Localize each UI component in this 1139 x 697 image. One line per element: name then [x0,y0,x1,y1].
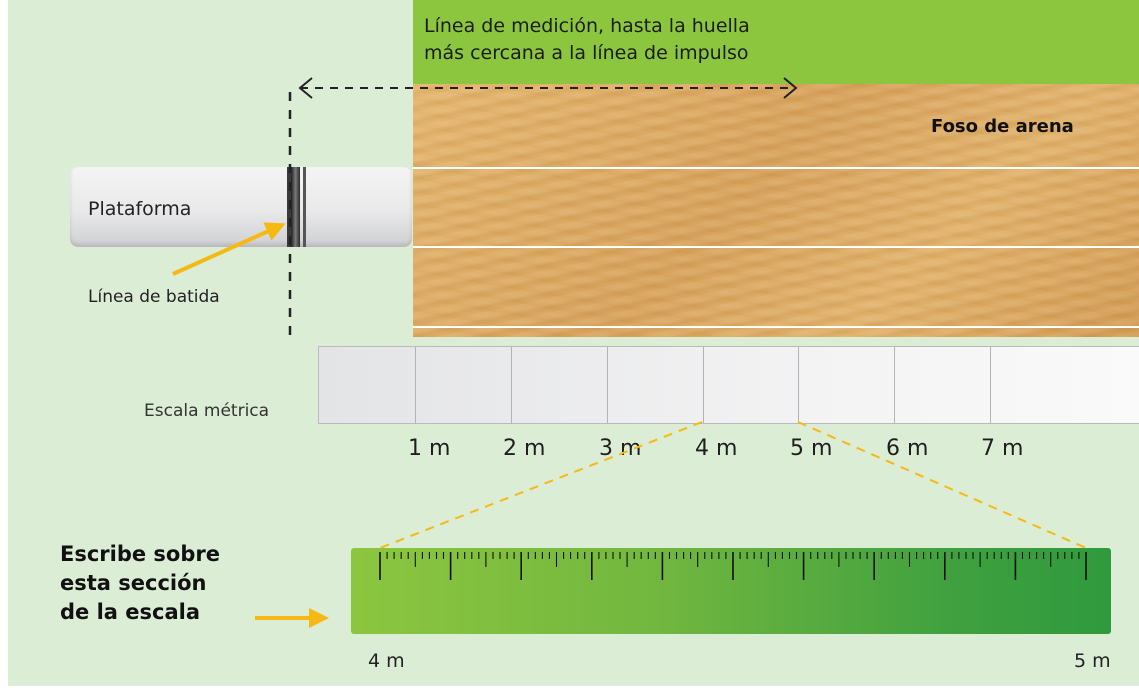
scale-mark-label: 7 m [981,436,1024,461]
write-instruction-line1: Escribe sobre [60,542,220,566]
scale-divider [607,347,608,423]
write-instruction-line3: de la escala [60,600,200,624]
lane-line [413,167,1139,169]
scale-mark-label: 6 m [886,436,929,461]
write-instruction-line2: esta sección [60,571,207,595]
scale-section-4-to-5m[interactable] [351,548,1111,634]
scale-mark-label: 5 m [790,436,833,461]
platform-label: Plataforma [88,198,192,220]
section-ticks [379,552,1087,580]
scale-divider [798,347,799,423]
takeoff-pointer-arrow [172,222,286,276]
measurement-line-label: Línea de medición, hasta la huella más c… [424,13,750,67]
takeoff-board-stripe [303,167,306,247]
sand-pit [413,84,1139,337]
measurement-label-band [413,0,1139,84]
write-instruction: Escribe sobre esta sección de la escala [60,540,220,627]
zoom-line-right [797,421,1087,549]
metric-scale [318,346,1139,424]
scale-divider [703,347,704,423]
scale-divider [894,347,895,423]
scale-mark-label: 4 m [695,436,738,461]
scale-divider [990,347,991,423]
scale-mark-label: 1 m [408,436,451,461]
measurement-line-label-line2: más cercana a la línea de impulso [424,42,749,64]
zoom-line-left [379,421,703,549]
scale-mark-label: 2 m [503,436,546,461]
takeoff-line-label: Línea de batida [88,287,220,307]
scale-divider [415,347,416,423]
scale-divider [511,347,512,423]
lane-line [413,326,1139,328]
arrow-head-left-icon [298,77,313,99]
takeoff-board-stripe [291,167,300,247]
sand-pit-label: Foso de arena [931,116,1074,137]
arrow-head-right-icon [783,77,798,99]
lane-line [413,246,1139,248]
measurement-line-label-line1: Línea de medición, hasta la huella [424,15,750,37]
takeoff-platform [70,167,412,247]
section-end-label: 5 m [1074,650,1111,672]
section-start-label: 4 m [368,650,405,672]
metric-scale-label: Escala métrica [144,401,270,421]
